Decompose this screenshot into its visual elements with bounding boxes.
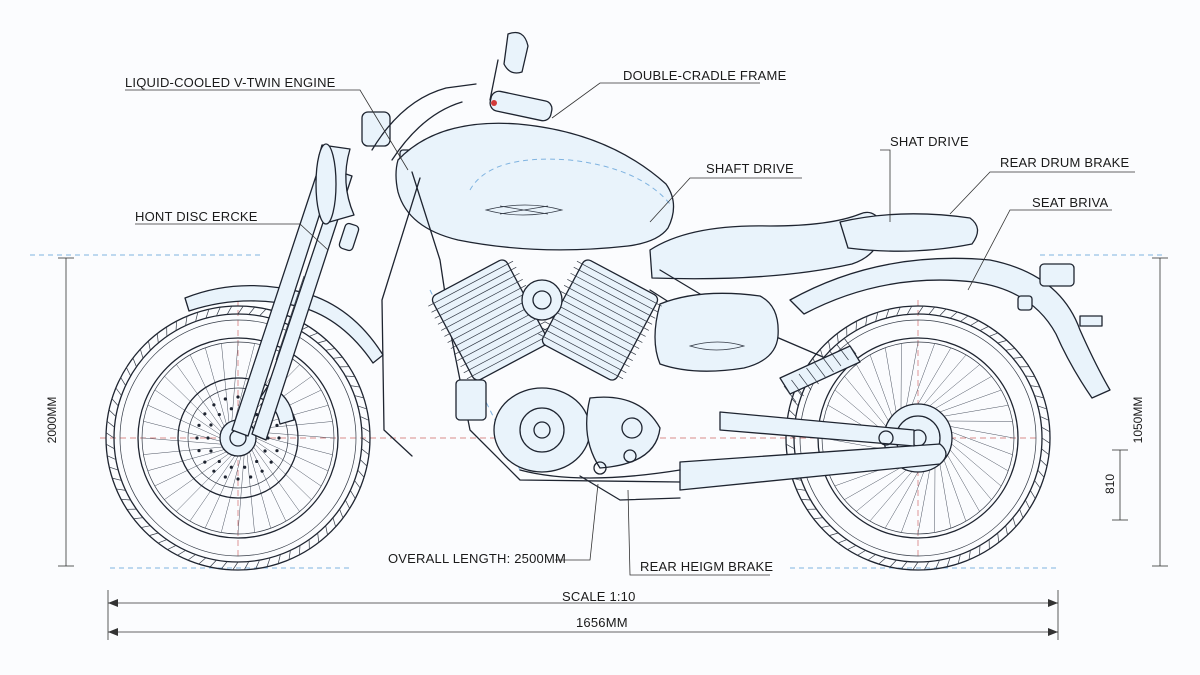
label-rear-brake: REAR HEIGM BRAKE bbox=[640, 559, 774, 574]
label-total-length: 1656MM bbox=[576, 615, 628, 630]
label-rear-drum-brake: REAR DRUM BRAKE bbox=[1000, 155, 1130, 170]
seat bbox=[649, 211, 979, 280]
side-cover bbox=[654, 292, 779, 372]
dim-height-left: 2000MM bbox=[45, 396, 59, 444]
v-twin-engine bbox=[428, 259, 662, 473]
leader-lines bbox=[125, 82, 1135, 576]
fuel-tank bbox=[395, 122, 675, 251]
dim-height-small: 810 bbox=[1103, 473, 1117, 495]
tail-light bbox=[1039, 263, 1075, 287]
plate-bracket bbox=[1079, 315, 1103, 327]
label-front-disc: HONT DISC ERCKE bbox=[135, 209, 258, 224]
label-scale: SCALE 1:10 bbox=[562, 589, 636, 604]
front-wheel bbox=[105, 305, 371, 571]
dim-height-right: 1050MM bbox=[1131, 396, 1145, 444]
label-shaft-drive-top: SHAT DRIVE bbox=[890, 134, 969, 149]
label-engine: LIQUID-COOLED V-TWIN ENGINE bbox=[125, 75, 336, 90]
handlebar bbox=[371, 31, 553, 161]
label-frame: DOUBLE-CRADLE FRAME bbox=[623, 68, 787, 83]
label-shaft-drive: SHAFT DRIVE bbox=[706, 161, 794, 176]
dimension-lines bbox=[58, 257, 1168, 640]
exhaust bbox=[519, 443, 947, 491]
footpegs bbox=[579, 449, 681, 501]
rear-fender bbox=[789, 257, 1111, 399]
turn-signal-rear bbox=[1017, 295, 1033, 311]
label-overall-length: OVERALL LENGTH: 2500MM bbox=[388, 551, 567, 566]
swingarm bbox=[719, 337, 915, 447]
label-seat: SEAT BRIVA bbox=[1032, 195, 1109, 210]
